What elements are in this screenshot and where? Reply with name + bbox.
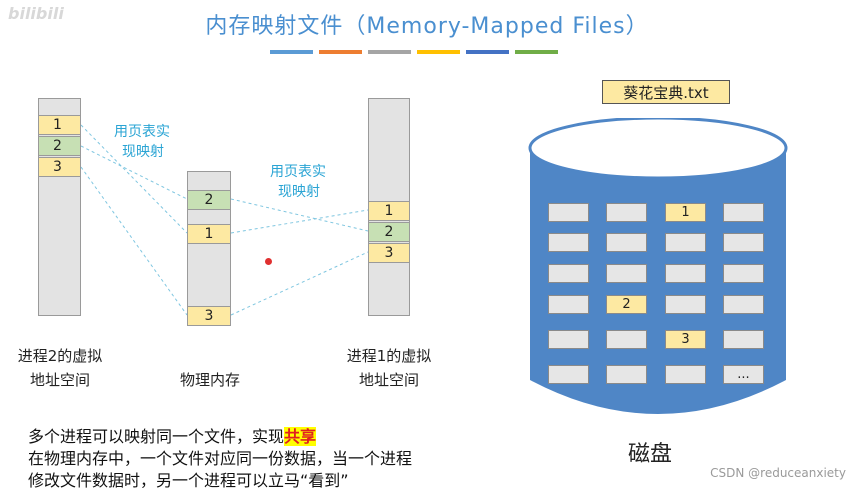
map-line-p1-1	[230, 209, 369, 234]
title-bar-3	[368, 50, 411, 54]
disk-block	[548, 233, 589, 252]
disk-block	[665, 295, 706, 314]
disk-block	[548, 365, 589, 384]
disk-block	[665, 365, 706, 384]
pointer-dot	[265, 258, 272, 265]
title-color-bars	[270, 50, 558, 54]
disk-block	[548, 203, 589, 222]
summary-line-3: 修改文件数据时，另一个进程可以立马“看到”	[28, 471, 349, 490]
disk-block	[665, 233, 706, 252]
map-line-p1-3	[230, 251, 369, 316]
title-bar-4	[417, 50, 460, 54]
process2-page-2: 2	[38, 136, 81, 156]
title-bar-2	[319, 50, 362, 54]
summary-line-1: 多个进程可以映射同一个文件，实现共享	[28, 427, 317, 446]
disk-block	[723, 295, 764, 314]
disk-block	[548, 330, 589, 349]
process1-address-space: 1 2 3	[368, 98, 410, 316]
process2-address-space: 1 2 3	[38, 98, 81, 316]
disk-block	[606, 264, 647, 283]
process2-caption: 进程2的虚拟 地址空间	[17, 347, 103, 389]
process1-caption: 进程1的虚拟 地址空间	[346, 347, 432, 389]
disk-cylinder	[528, 118, 788, 414]
title-bar-1	[270, 50, 313, 54]
disk-block	[606, 233, 647, 252]
disk-block	[665, 264, 706, 283]
summary-line-2: 在物理内存中，一个文件对应同一份数据，当一个进程	[28, 449, 413, 468]
page-table-note-right: 用页表实 现映射	[270, 164, 326, 200]
title-bar-5	[466, 50, 509, 54]
map-line-p1-2	[230, 198, 369, 232]
disk-block	[723, 233, 764, 252]
physical-page-3: 3	[187, 306, 231, 326]
disk-block	[606, 330, 647, 349]
disk-block: 2	[606, 295, 647, 314]
map-line-p2-2	[80, 145, 188, 200]
disk-label: 磁盘	[627, 442, 672, 467]
process1-page-3: 3	[368, 243, 410, 263]
page-title: 内存映射文件（Memory-Mapped Files）	[205, 14, 649, 39]
file-name-label: 葵花宝典.txt	[602, 80, 730, 104]
disk-block: 1	[665, 203, 706, 222]
bilibili-logo: bilibili	[8, 4, 64, 23]
disk-block	[723, 203, 764, 222]
share-highlight: 共享	[284, 427, 317, 446]
physical-memory: 2 1 3	[187, 171, 231, 326]
page-table-note-left: 用页表实 现映射	[114, 124, 170, 160]
process1-page-2: 2	[368, 222, 410, 242]
physical-page-1: 1	[187, 224, 231, 244]
map-line-p2-3	[80, 166, 188, 316]
process2-page-3: 3	[38, 157, 81, 177]
disk-block	[723, 330, 764, 349]
disk-block	[548, 295, 589, 314]
process2-page-1: 1	[38, 115, 81, 135]
physical-memory-caption: 物理内存	[179, 371, 240, 389]
disk-block	[548, 264, 589, 283]
disk-block	[723, 264, 764, 283]
disk-block: 3	[665, 330, 706, 349]
summary-text: 多个进程可以映射同一个文件，实现共享 在物理内存中，一个文件对应同一份数据，当一…	[28, 426, 412, 492]
disk-block	[606, 365, 647, 384]
map-line-p2-1	[80, 124, 188, 234]
disk-block	[606, 203, 647, 222]
process1-page-1: 1	[368, 201, 410, 221]
title-bar-6	[515, 50, 558, 54]
csdn-watermark: CSDN @reduceanxiety	[710, 466, 846, 480]
physical-page-2: 2	[187, 190, 231, 210]
disk-block: ...	[723, 365, 764, 384]
